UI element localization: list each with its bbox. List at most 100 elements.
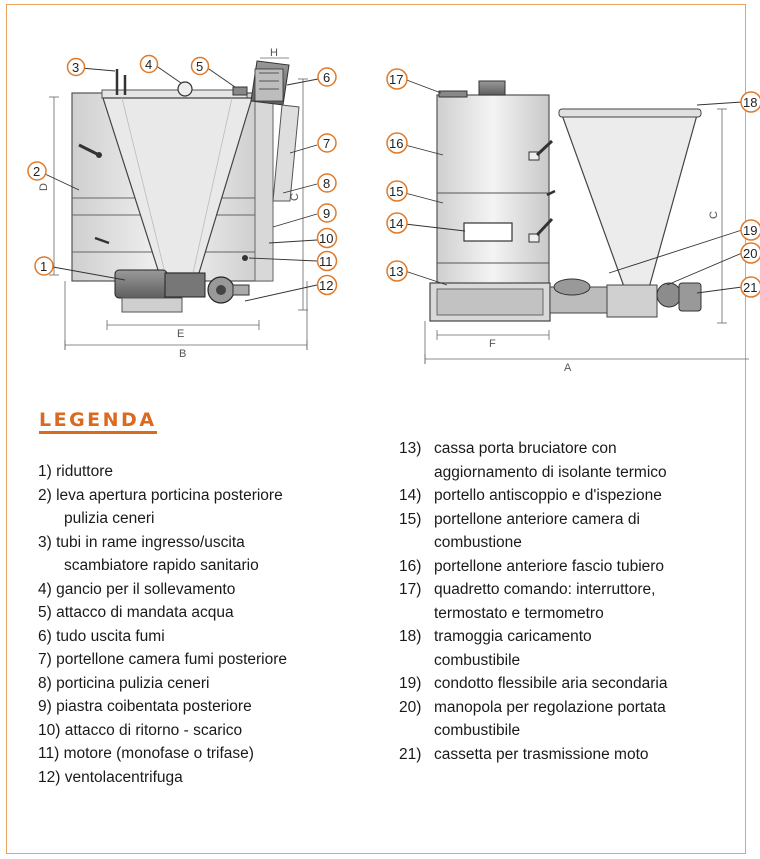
legend-item-text: porticina pulizia ceneri — [56, 674, 210, 692]
boiler-technical-diagram: D E B C H 3 4 — [27, 47, 760, 374]
dimension-h: H — [270, 47, 278, 59]
legend-item-number: 1) — [38, 463, 52, 480]
legend-item: 3) tubi in rame ingresso/uscita scambiato… — [38, 531, 398, 578]
legend-item-number: 21) — [399, 745, 422, 763]
callout-12: 12 — [316, 274, 338, 296]
legend-item: 14) portello antiscoppio e d'ispezione — [399, 484, 754, 508]
legend-item-text: motore (monofase o trifase) — [63, 745, 254, 762]
callout-6: 6 — [317, 67, 337, 87]
svg-text:10: 10 — [319, 231, 333, 246]
transmission-box — [678, 282, 702, 312]
callout-19: 19 — [740, 219, 760, 241]
legend-item: 11) motore (monofase o trifase) — [38, 742, 398, 766]
callout-3: 3 — [66, 57, 86, 77]
callout-13: 13 — [386, 260, 408, 282]
callout-4: 4 — [139, 54, 159, 74]
legend-item-text-continued: combustibile — [434, 651, 521, 669]
legend-item-number: 14) — [399, 487, 422, 504]
legend-item-number: 3) — [38, 533, 52, 551]
dimension-a: A — [564, 362, 572, 374]
callout-11: 11 — [316, 250, 338, 272]
svg-text:8: 8 — [323, 176, 330, 191]
legend-item: 21) cassetta per trasmissione moto — [399, 743, 754, 767]
svg-text:7: 7 — [323, 136, 330, 151]
rear-smoke-chamber-door — [272, 104, 300, 202]
legend-item: 19)condotto flessibile aria secondaria — [399, 672, 754, 696]
legend-item-text: attacco di mandata acqua — [56, 604, 234, 621]
reducer-unit — [114, 269, 168, 299]
svg-text:17: 17 — [389, 72, 403, 87]
dimension-f: F — [489, 338, 496, 350]
legend-item-number: 6) — [38, 627, 52, 645]
legend-item-text: quadretto comando: interruttore, — [434, 581, 656, 598]
dimension-b: B — [179, 348, 186, 360]
svg-text:4: 4 — [145, 57, 152, 72]
legend-item: 17) quadretto comando: interruttore, termo… — [399, 578, 754, 625]
callout-5: 5 — [190, 56, 210, 76]
legend-item-number: 5) — [38, 604, 52, 621]
fuel-hopper — [561, 114, 698, 296]
legend-item-number: 17) — [399, 581, 422, 598]
legend-item-text: cassa porta bruciatore con — [434, 440, 617, 457]
legend-item-text: gancio per il sollevamento — [56, 580, 236, 598]
motor-unit — [164, 272, 206, 298]
legend-item-text: riduttore — [56, 463, 113, 480]
callout-9: 9 — [317, 203, 337, 223]
legend-item-text-continued: scambiatore rapido sanitario — [64, 557, 259, 574]
callout-17: 17 — [386, 68, 408, 90]
page-frame: D E B C H 3 4 — [6, 4, 760, 854]
legend-item-text: portellone camera fumi posteriore — [56, 651, 287, 668]
legend-item-text: condotto flessibile aria secondaria — [434, 675, 668, 692]
legend-item-text: cassetta per trasmissione moto — [434, 745, 649, 763]
legend-item-text-continued: combustione — [434, 534, 522, 551]
legend-item: 4) gancio per il sollevamento — [38, 578, 398, 602]
legend-item-text-continued: combustibile — [434, 722, 521, 739]
side-view: D E B C H 3 4 — [27, 47, 338, 360]
legend-item-number: 16) — [399, 557, 422, 575]
svg-text:19: 19 — [743, 223, 757, 238]
legend-item: 1) riduttore — [38, 460, 398, 484]
svg-text:3: 3 — [72, 60, 79, 75]
callout-10: 10 — [316, 227, 338, 249]
legend-item-text: portellone anteriore fascio tubiero — [434, 557, 665, 575]
legend-item-text: portello antiscoppio e d'ispezione — [434, 487, 662, 504]
svg-text:15: 15 — [389, 184, 403, 199]
legend-item-text: portellone anteriore camera di — [434, 510, 640, 528]
svg-text:16: 16 — [389, 136, 403, 151]
side-dimension-lines — [49, 57, 308, 350]
svg-text:5: 5 — [196, 59, 203, 74]
legend-item-text-continued: termostato e termometro — [434, 604, 604, 622]
lifting-hook — [177, 81, 193, 97]
svg-text:11: 11 — [319, 254, 333, 269]
legend-item-number: 15) — [399, 510, 422, 528]
svg-text:1: 1 — [40, 259, 47, 274]
legend-item-text: tramoggia caricamento — [434, 628, 592, 645]
legend-item: 8) porticina pulizia ceneri — [38, 672, 398, 696]
legend-item: 12) ventolacentrifuga — [38, 766, 398, 790]
dimension-c-front: C — [708, 211, 720, 219]
legend-item: 15) portellone anteriore camera di combust… — [399, 508, 754, 555]
callout-14: 14 — [386, 212, 408, 234]
legend-item-number: 2) — [38, 486, 52, 504]
dimension-e: E — [177, 328, 184, 340]
callout-8: 8 — [317, 173, 337, 193]
callout-15: 15 — [386, 180, 408, 202]
legend-item-text: leva apertura porticina posteriore — [56, 486, 283, 504]
legend-item: 10) attacco di ritorno - scarico — [38, 719, 398, 743]
legend-item-text: tubi in rame ingresso/uscita — [56, 533, 245, 551]
dimension-d: D — [38, 183, 50, 191]
svg-text:9: 9 — [323, 206, 330, 221]
inspection-door — [463, 222, 513, 242]
front-callouts: 17 16 15 14 13 18 19 20 21 — [386, 68, 760, 298]
legend-item-text: attacco di ritorno - scarico — [64, 721, 243, 739]
front-dimension-lines — [424, 108, 749, 364]
legend-item-number: 9) — [38, 698, 52, 715]
legend-item-number: 18) — [399, 628, 422, 645]
legend-item: 16) portellone anteriore fascio tubiero — [399, 555, 754, 579]
legend-item-text: piastra coibentata posteriore — [56, 698, 252, 715]
dimension-c: C — [289, 193, 301, 201]
front-view: F A C 17 16 15 14 13 18 — [386, 68, 760, 374]
